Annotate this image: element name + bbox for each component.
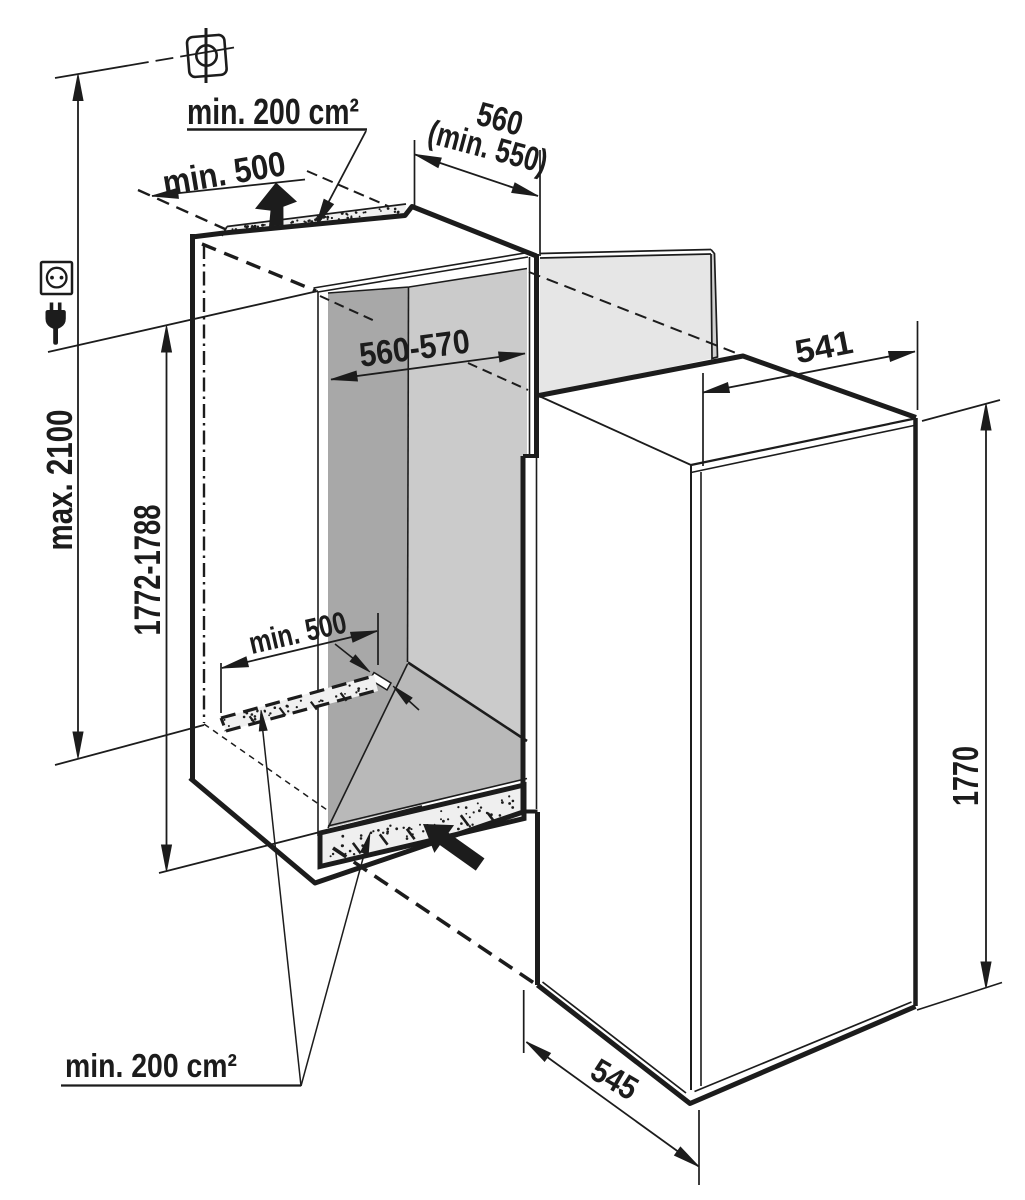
svg-text:max. 2100: max. 2100 — [39, 410, 80, 551]
svg-text:min. 200 cm²: min. 200 cm² — [65, 1047, 237, 1084]
svg-text:1770: 1770 — [945, 746, 986, 806]
svg-text:1772-1788: 1772-1788 — [127, 505, 168, 636]
svg-text:541: 541 — [792, 323, 856, 370]
svg-text:min. 200 cm²: min. 200 cm² — [187, 91, 359, 132]
